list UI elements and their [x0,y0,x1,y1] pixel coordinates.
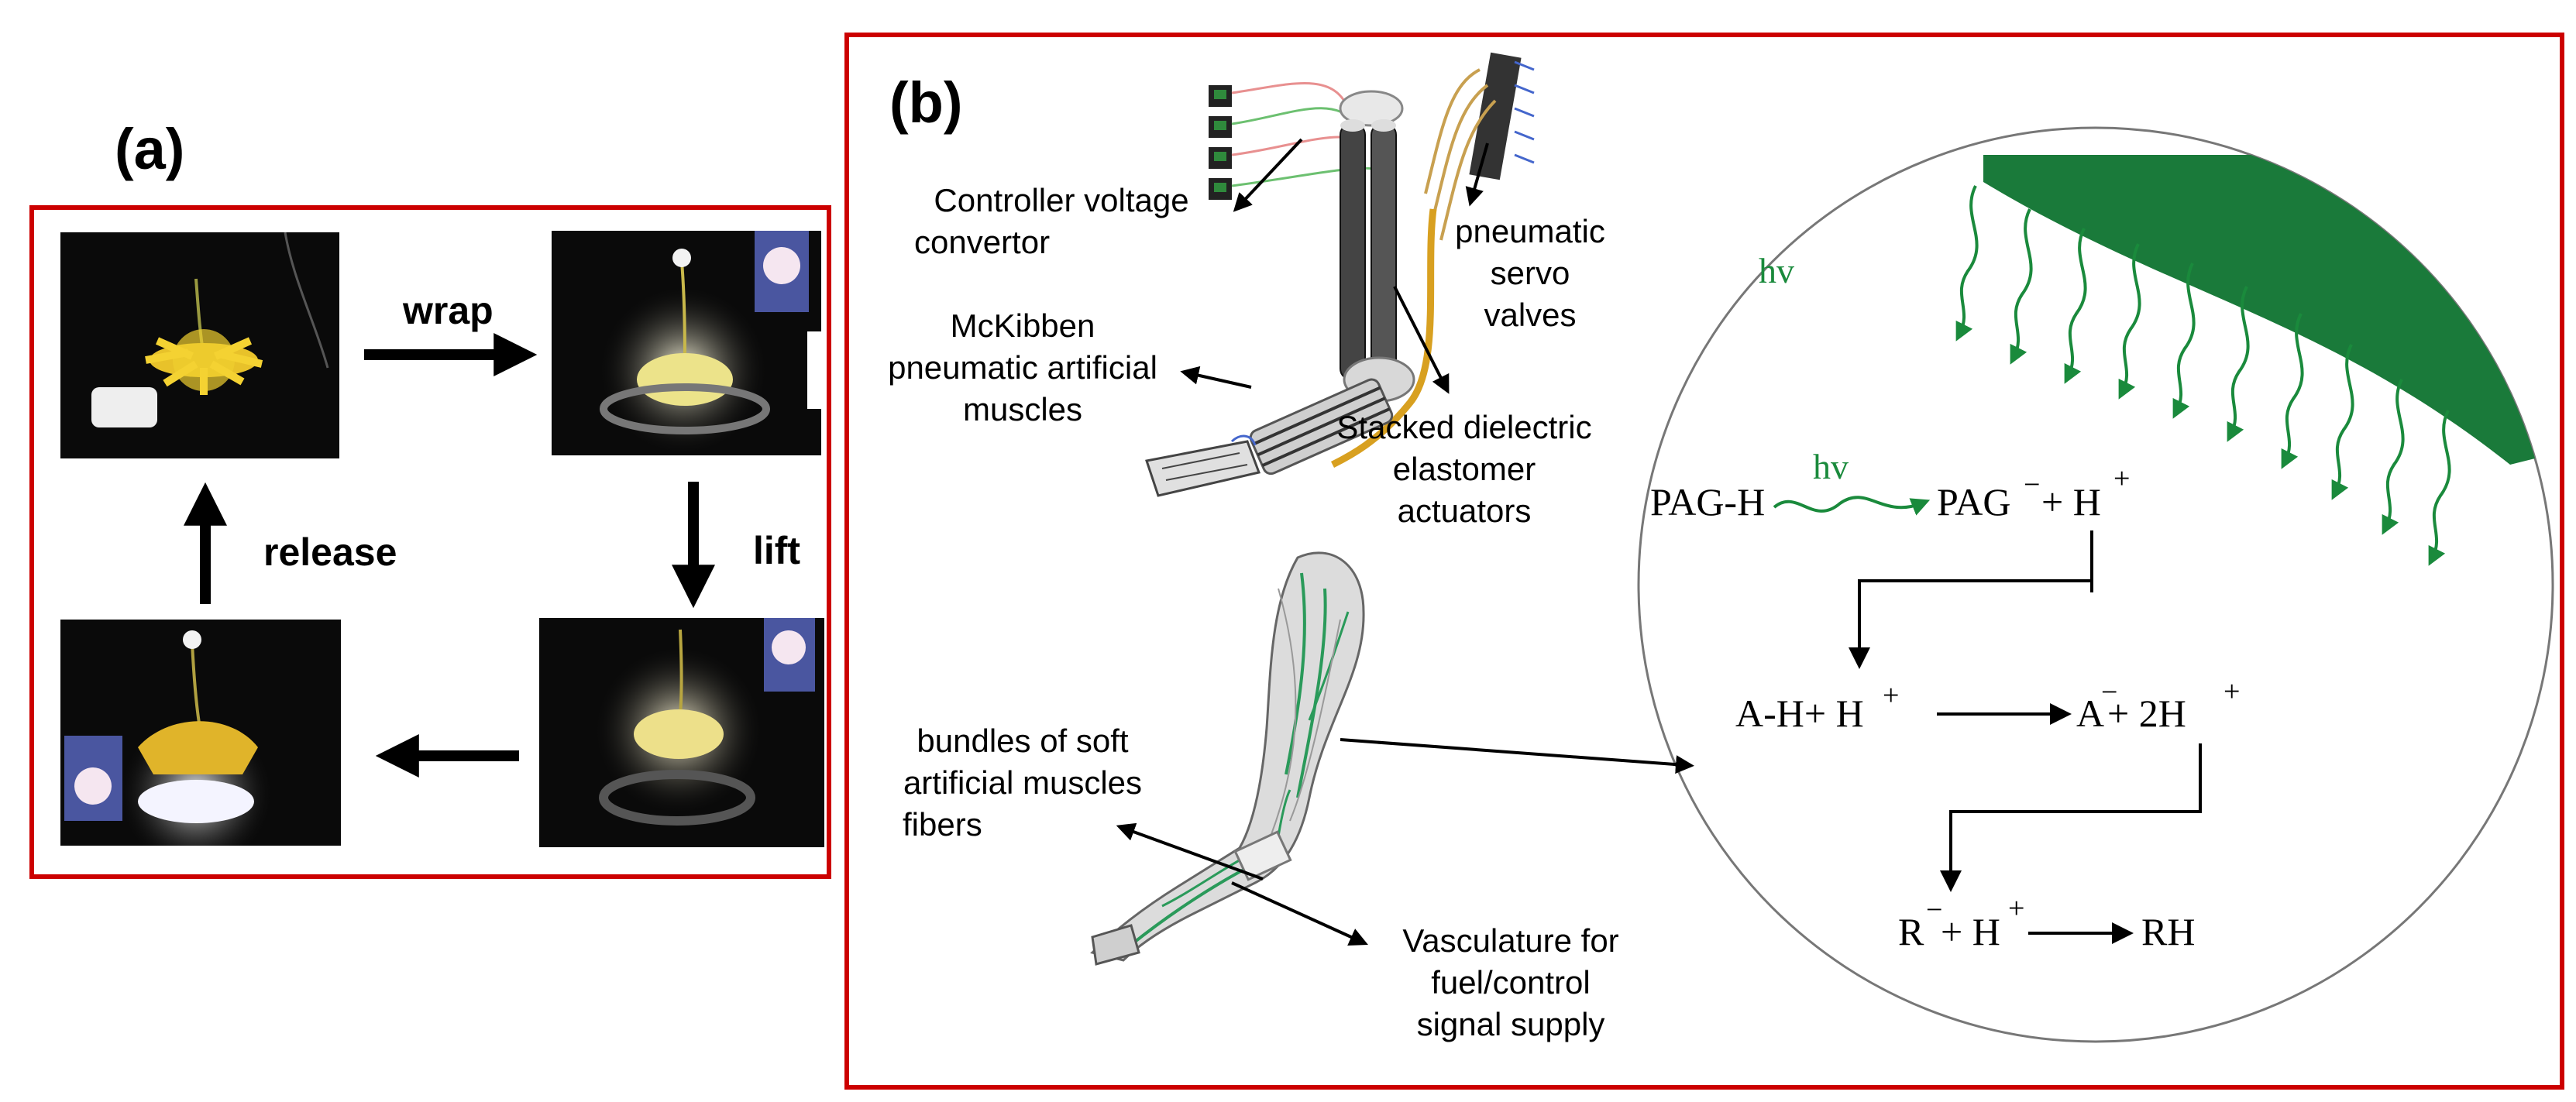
photo-flower-wrapped [552,231,821,455]
reaction3-plus: + [2008,892,2024,925]
annotation-servo-line3: valves [1484,297,1577,333]
arrow-servo [1465,142,1489,207]
reaction3-reactant-r: R [1898,910,1924,953]
arrow-to-circle [1340,738,1694,774]
step-lift-label: lift [753,529,801,572]
robotic-arm-illustration [1145,52,1535,497]
reaction3-product: RH [2141,910,2195,953]
arrow-mckibben [1180,366,1252,389]
panel-a-label: (a) [115,117,185,181]
panel-b-label: (b) [889,70,963,135]
panel-b-frame [844,33,2564,1090]
step-wrap-label: wrap [403,289,494,332]
reaction1-product-h: + H [2041,480,2101,524]
annotation-bundles-line1: bundles of soft [917,723,1129,759]
photo-flower-released [60,620,341,846]
step-release-label: release [263,530,397,574]
forearm [1249,378,1394,475]
reaction1-minus: − [2024,469,2040,501]
annotation-dielectric-line3: actuators [1397,493,1532,529]
arrow-vasculature [1231,881,1368,946]
reaction2-product-h: + 2H [2107,692,2186,735]
hv-arrow-label: hv [1813,447,1849,486]
reaction2-plus-2: + [2223,675,2240,708]
annotation-vasculature-line1: Vasculature for [1402,922,1619,959]
annotation-bundles-line3: fibers [903,806,982,843]
panel-a-frame [29,205,831,879]
panel-a-arrows [184,333,715,778]
connector-2 [1940,743,2202,892]
reaction2-product-a: A [2076,692,2104,735]
reaction1-product-pag: PAG [1937,480,2010,524]
annotation-bundles-line2: artificial muscles [903,764,1143,801]
arrow-dielectric [1393,286,1450,394]
arrow-controller [1233,138,1303,212]
reaction1-wavy-arrow [1773,496,1931,516]
annotation-mckibben-line1: McKibben [950,307,1095,344]
reaction2-reactant: A-H+ H [1735,692,1864,735]
reaction3-minus: − [1926,894,1942,926]
annotation-servo-line1: pneumatic [1455,213,1605,249]
reaction1-reactant: PAG-H [1650,480,1765,524]
annotation-mckibben-line3: muscles [962,391,1083,427]
annotation-vasculature-line3: signal supply [1416,1006,1605,1042]
annotation-mckibben-line2: pneumatic artificial [888,349,1157,386]
arrow-bundles [1116,822,1264,881]
annotation-dielectric-line2: elastomer [1392,451,1536,487]
annotation-mckibben: McKibben pneumatic artificial muscles [844,305,1201,431]
annotation-controller: Controller voltage convertor [899,180,1224,263]
annotation-controller-line2: convertor [914,224,1051,260]
annotation-dielectric-line1: Stacked dielectric [1336,409,1592,445]
upper-arm-cylinders [1340,119,1397,380]
reaction1-plus: + [2113,462,2130,495]
muscle-arm-illustration [1090,551,1365,966]
annotation-dielectric: Stacked dielectric elastomer actuators [1302,407,1627,532]
servo-valve-block [1424,52,1535,241]
annotation-controller-line1: Controller voltage [934,182,1189,218]
connector-1 [1859,530,2093,658]
reaction2-plus: + [1883,679,1899,712]
annotation-vasculature-line2: fuel/control [1431,964,1591,1001]
annotation-servo-line2: servo [1490,255,1570,291]
photo-flower-initial [60,232,339,458]
photochemistry-circle: hv PAG-H hv PAG − + H + A-H+ H + A − + 2… [1637,126,2554,1043]
robot-hand [1145,434,1261,497]
annotation-servo: pneumatic servo valves [1437,211,1623,336]
annotation-bundles: bundles of soft artificial muscles fiber… [860,720,1185,846]
photo-flower-lifted [539,618,824,847]
light-rays [1955,185,2451,566]
annotation-vasculature: Vasculature for fuel/control signal supp… [1371,920,1650,1045]
reaction2-minus: − [2101,676,2117,709]
hv-light-label: hv [1759,251,1794,290]
reaction3-reactant-h: + H [1941,910,2000,953]
